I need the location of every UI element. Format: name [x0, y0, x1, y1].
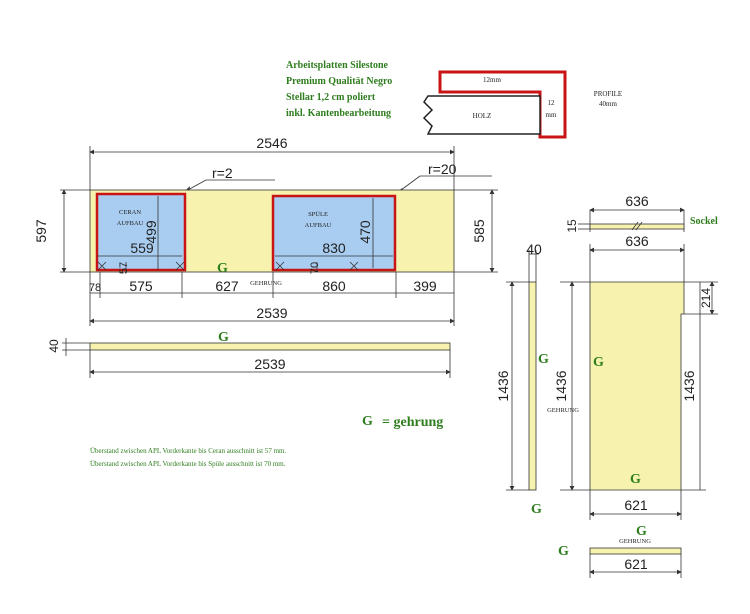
title-line-3: Stellar 1,2 cm poliert: [286, 92, 376, 103]
g-marker-strip-bottom: G: [531, 502, 542, 517]
g-marker-panel-bottom: G: [630, 472, 641, 487]
bottom-strip: [589, 547, 682, 555]
ceran-label-1: CERAN: [119, 209, 141, 216]
legend-text: = gehrung: [382, 415, 443, 430]
profile-core: [422, 95, 541, 135]
segment-3: 627: [215, 278, 239, 294]
note-2: Überstand zwischen APL Vorderkante bis S…: [90, 460, 286, 468]
strip-thickness: 40: [47, 339, 61, 353]
right-parts: 636 15 Sockel 636 214 1436 G G 621 1436 …: [495, 193, 718, 578]
radius-right: r=20: [428, 161, 457, 177]
g-marker-main: G: [217, 261, 228, 276]
panel-width-top: 636: [625, 233, 649, 249]
width-2546: 2546: [256, 135, 287, 151]
strip-panel: [89, 342, 451, 351]
segment-5: 399: [413, 278, 437, 294]
panel-notch: 214: [699, 288, 713, 308]
header-title: Arbeitsplatten Silestone Premium Qualitä…: [286, 60, 392, 119]
profile-side-label-1: 12: [548, 99, 556, 107]
legend-symbol: G: [362, 414, 373, 429]
radius-left: r=2: [212, 165, 233, 181]
g-marker-bottom-left: G: [558, 544, 569, 559]
profile-sketch: 12mm HOLZ 12 mm PROFILE 40mm: [422, 70, 622, 139]
notes: Überstand zwischen APL Vorderkante bis C…: [90, 447, 286, 468]
g-marker-bottom-top: G: [636, 524, 647, 539]
title-line-2: Premium Qualität Negro: [286, 76, 392, 87]
note-1: Überstand zwischen APL Vorderkante bis C…: [90, 447, 286, 455]
profile-side-label-2: mm: [546, 111, 557, 119]
title-line-4: inkl. Kantenbearbeitung: [286, 108, 391, 119]
ceran-height: 499: [143, 220, 159, 244]
spuele-offset: 70: [309, 262, 321, 274]
sockel-label: Sockel: [690, 216, 718, 227]
total-2539: 2539: [256, 305, 287, 321]
profile-title-1: PROFILE: [594, 90, 622, 98]
segment-1: 78: [89, 282, 101, 294]
profile-top-label: 12mm: [483, 76, 501, 84]
depth-597: 597: [33, 219, 49, 243]
g-marker-strip-side: G: [538, 352, 549, 367]
front-strip: G 40 2539: [47, 330, 451, 378]
panel-height: 1436: [681, 370, 697, 401]
spuele-label-1: SPÜLE: [308, 211, 328, 218]
spuele-height: 470: [357, 220, 373, 244]
strip-height: 1436: [495, 370, 511, 401]
ceran-width: 559: [130, 240, 154, 256]
ceran-label-2: AUFBAU: [117, 220, 144, 227]
side-strip: [528, 281, 537, 491]
gehrung-panel: GEHRUNG: [547, 407, 579, 414]
side-panel: [589, 281, 685, 491]
gehrung-main: GEHRUNG: [250, 280, 282, 287]
segment-2: 575: [129, 278, 153, 294]
bottom-strip-width: 621: [624, 556, 648, 572]
profile-title-2: 40mm: [599, 100, 617, 108]
segment-4: 860: [322, 278, 346, 294]
profile-edge: [438, 70, 567, 139]
panel-bottom-width: 621: [624, 497, 648, 513]
spuele-label-2: AUFBAU: [305, 222, 332, 229]
legend: G = gehrung: [362, 414, 443, 430]
spuele-width: 830: [322, 240, 346, 256]
g-marker-strip: G: [218, 330, 229, 345]
mid-height: 1436: [553, 370, 569, 401]
ceran-offset: 57: [118, 262, 130, 274]
title-line-1: Arbeitsplatten Silestone: [286, 60, 389, 71]
strip-length: 2539: [254, 356, 285, 372]
gehrung-bottom: GEHRUNG: [619, 538, 651, 545]
sockel-width: 636: [625, 193, 649, 209]
g-marker-panel-left: G: [593, 355, 604, 370]
strip-width: 40: [526, 241, 542, 257]
spuele-cutout: [271, 194, 397, 272]
depth-585: 585: [471, 219, 487, 243]
sockel-height: 15: [565, 219, 579, 233]
main-worktop: 2546 r=2 r=20 597 585 CERAN AUFBAU 559 4…: [33, 135, 498, 326]
ceran-cutout: [95, 192, 187, 272]
profile-core-label: HOLZ: [473, 112, 492, 120]
